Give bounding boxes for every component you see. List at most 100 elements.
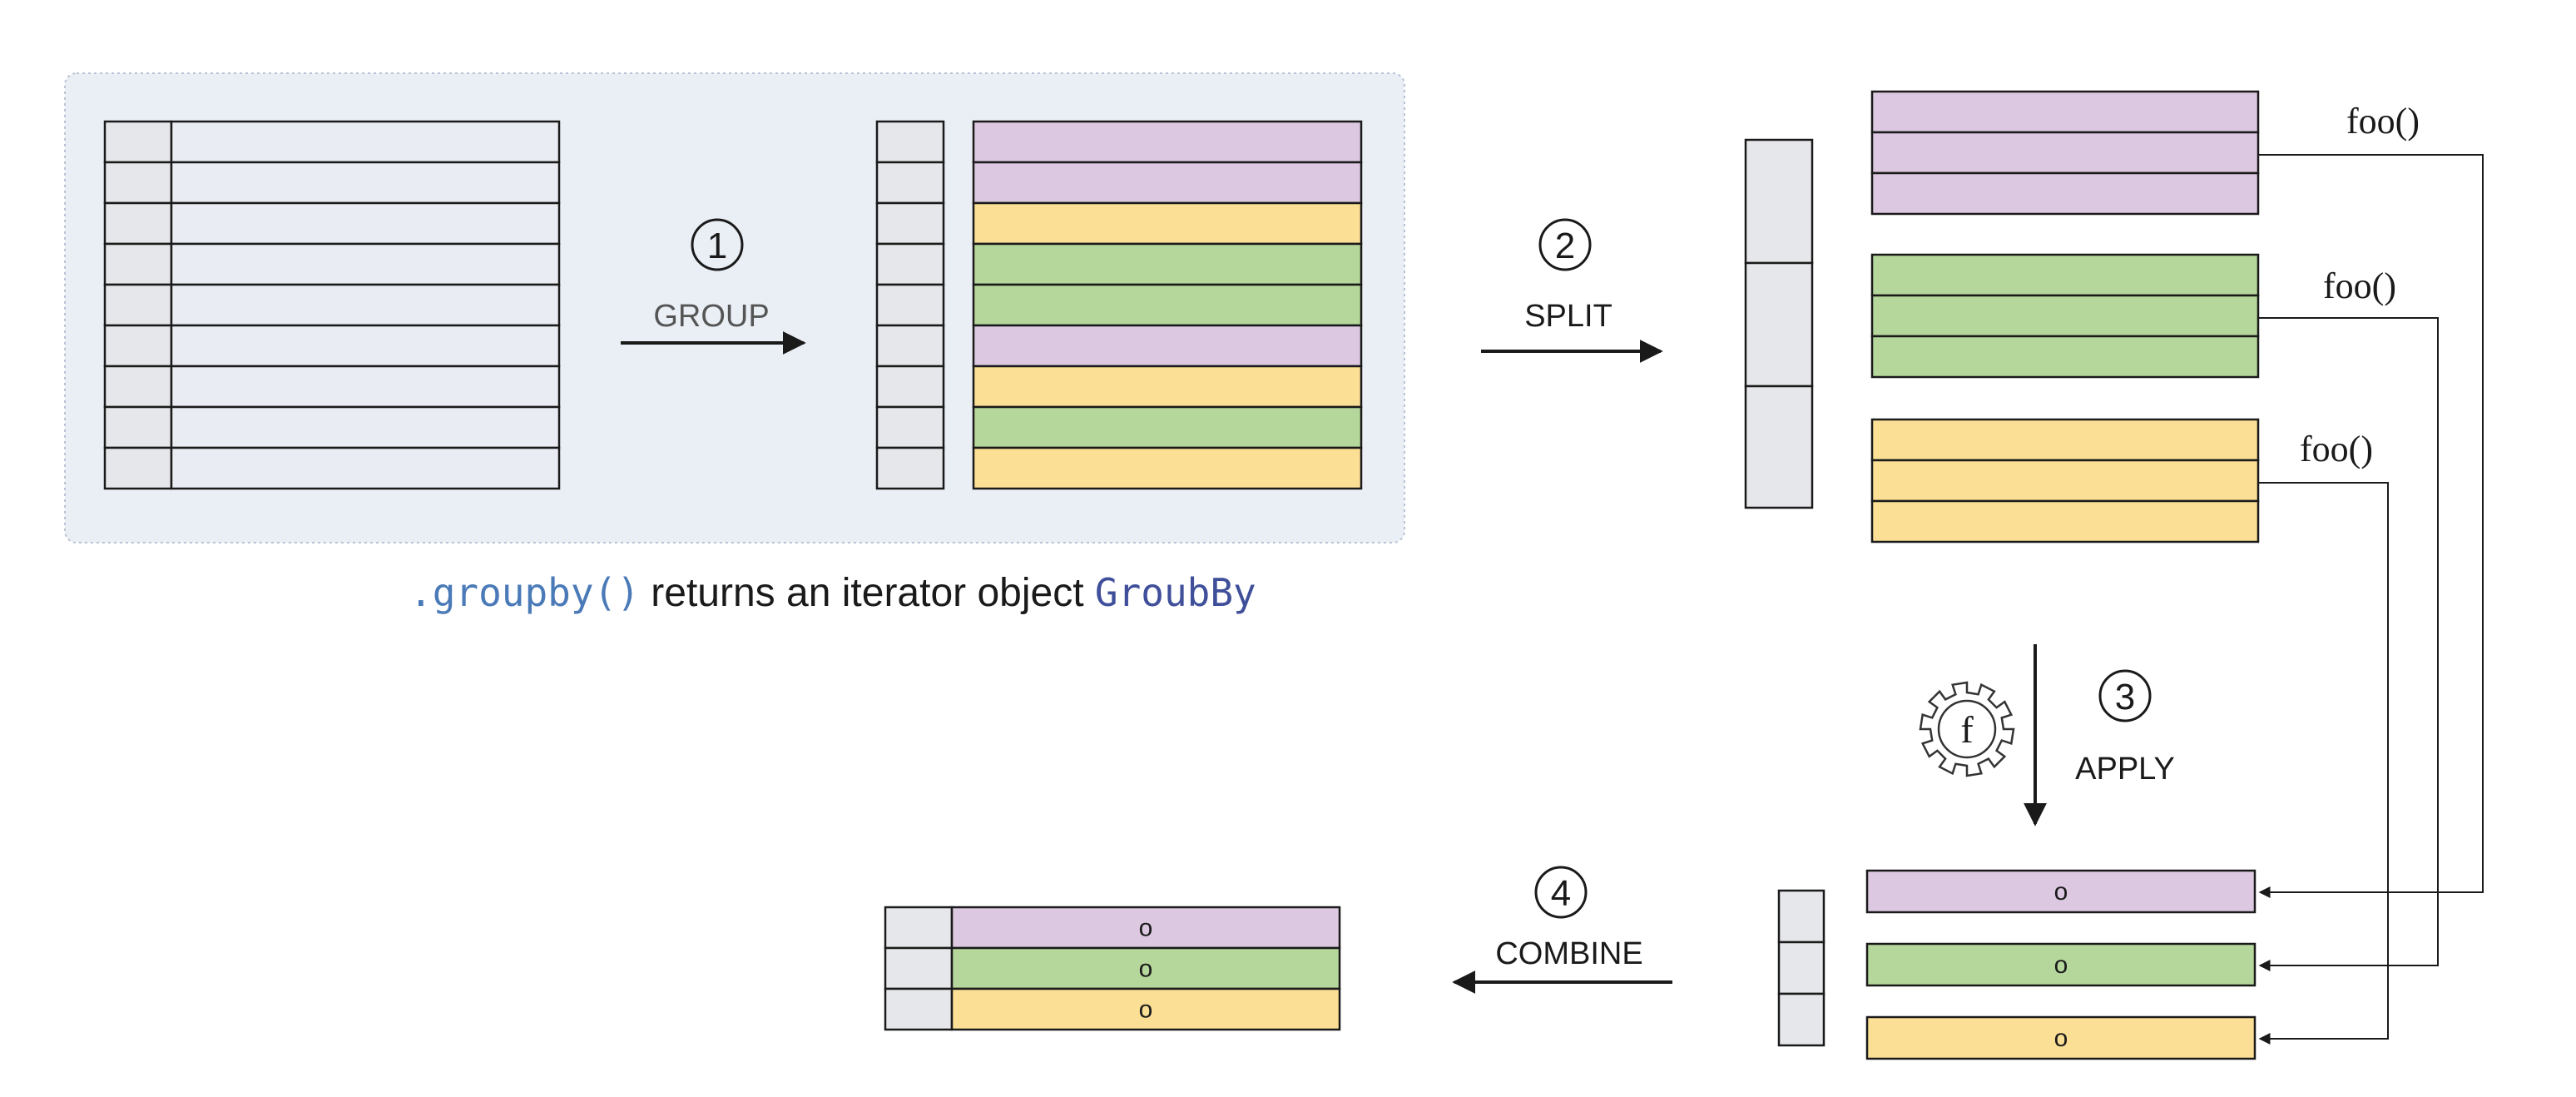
index-cell <box>875 242 945 286</box>
result-key-cell <box>1777 941 1825 995</box>
table-row <box>170 283 561 327</box>
result-key-cell <box>1777 992 1825 1047</box>
table-row <box>170 324 561 368</box>
step-2-circle <box>1538 218 1592 271</box>
index-cell <box>875 324 945 368</box>
index-cell <box>875 161 945 205</box>
split-row-green <box>1870 294 2260 338</box>
gear-hub <box>1937 699 1997 759</box>
split-row-yellow <box>1870 499 2260 544</box>
step-4-number: 4 <box>1551 873 1571 914</box>
combined-index-cell <box>884 906 954 950</box>
table-row <box>170 446 561 490</box>
index-cell <box>875 365 945 409</box>
table-row <box>170 201 561 246</box>
step-3-label: APPLY <box>2075 752 2175 787</box>
step-apply: f 3 APPLY <box>1919 644 2175 826</box>
result-marker: o <box>2054 951 2068 979</box>
index-cell <box>103 242 173 286</box>
step-4-circle <box>1534 866 1588 919</box>
step-1-label: GROUP <box>653 299 769 334</box>
result-marker: o <box>2054 1025 2068 1052</box>
combined-index-cell <box>884 946 954 990</box>
combined-row-purple <box>950 906 1341 950</box>
grouped-dataframe <box>875 120 1363 490</box>
gear-letter: f <box>1960 708 1974 751</box>
index-cell <box>103 120 173 164</box>
table-row <box>170 405 561 449</box>
apply-connector <box>2258 154 2484 898</box>
combined-index-cell <box>884 987 954 1031</box>
grouped-row-yellow <box>972 201 1363 246</box>
split-row-yellow <box>1870 418 2260 462</box>
groupby-class-name: GroubBy <box>1094 570 1256 615</box>
table-row <box>170 161 561 205</box>
index-cell <box>103 324 173 368</box>
grouped-row-green <box>972 242 1363 286</box>
grouped-row-green <box>972 405 1363 449</box>
result-row-purple <box>1865 869 2256 914</box>
index-cell <box>103 283 173 327</box>
index-cell <box>875 201 945 246</box>
grouped-row-yellow <box>972 446 1363 490</box>
step-group: 1 GROUP <box>621 218 806 355</box>
table-row <box>170 242 561 286</box>
group-key-cell <box>1744 385 1814 509</box>
step-3-circle <box>2098 669 2152 722</box>
split-row-purple <box>1870 90 2260 134</box>
split-row-yellow <box>1870 459 2260 503</box>
index-cell <box>103 161 173 205</box>
step-split: 2 SPLIT <box>1481 218 1663 363</box>
function-label: foo() <box>2346 101 2420 141</box>
apply-connector <box>2258 317 2439 971</box>
grouped-row-purple <box>972 120 1363 164</box>
split-row-purple <box>1870 131 2260 175</box>
step-2-number: 2 <box>1555 226 1575 266</box>
index-cell <box>875 120 945 164</box>
split-row-green <box>1870 335 2260 379</box>
result-row-yellow <box>1865 1015 2256 1060</box>
step-1-number: 1 <box>707 226 727 266</box>
index-cell <box>875 446 945 490</box>
result-key-cell <box>1777 889 1825 944</box>
grouped-row-green <box>972 283 1363 327</box>
table-row <box>170 120 561 164</box>
step-2-label: SPLIT <box>1524 299 1612 334</box>
split-groups: foo() foo() foo() <box>1744 90 2484 1045</box>
gear-icon: f <box>1919 681 2015 777</box>
group-key-cell <box>1744 138 1814 265</box>
combined-marker: o <box>1139 915 1153 942</box>
grouped-row-purple <box>972 161 1363 205</box>
table-row <box>170 365 561 409</box>
result-marker: o <box>2054 878 2068 906</box>
step-4-label: COMBINE <box>1495 936 1642 971</box>
function-label: foo() <box>2323 266 2396 306</box>
index-cell <box>103 446 173 490</box>
index-cell <box>875 405 945 449</box>
groupby-caption: .groupby() returns an iterator object Gr… <box>409 559 1256 626</box>
index-cell <box>103 201 173 246</box>
index-cell <box>103 405 173 449</box>
split-row-green <box>1870 253 2260 297</box>
original-dataframe <box>103 120 561 490</box>
combined-row-yellow <box>950 987 1341 1031</box>
groupby-method: .groupby() <box>409 570 640 615</box>
step-3-number: 3 <box>2115 677 2135 717</box>
result-row-green <box>1865 942 2256 987</box>
applied-results: o o o <box>1777 869 2256 1060</box>
combined-row-green <box>950 946 1341 990</box>
step-1-circle <box>691 218 744 271</box>
combined-marker: o <box>1139 956 1153 983</box>
index-cell <box>103 365 173 409</box>
step-combine: 4 COMBINE <box>1452 866 1672 994</box>
function-label: foo() <box>2300 429 2373 469</box>
combined-dataframe: ooo <box>884 906 1341 1031</box>
caption-text: returns an iterator object <box>639 571 1095 615</box>
group-key-cell <box>1744 261 1814 388</box>
split-row-purple <box>1870 171 2260 216</box>
grouped-row-yellow <box>972 365 1363 409</box>
index-cell <box>875 283 945 327</box>
grouped-row-purple <box>972 324 1363 368</box>
combined-marker: o <box>1139 996 1153 1024</box>
